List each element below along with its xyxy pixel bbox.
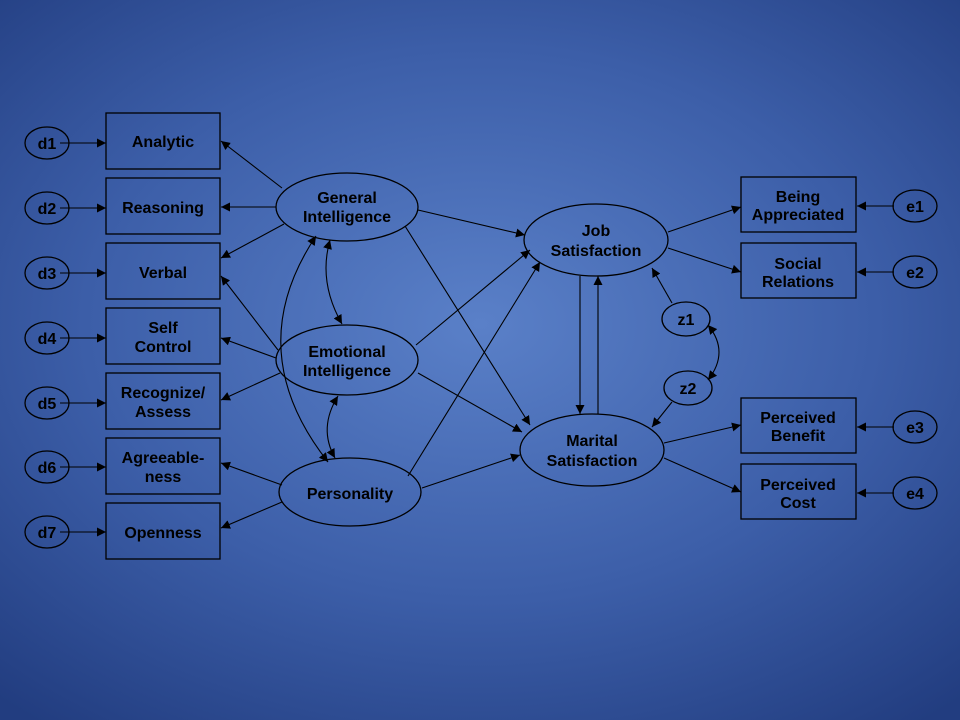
error-d7: d7 (24, 515, 70, 549)
cov-ei-pers (326, 395, 339, 459)
box-appreciated-line2: Appreciated (752, 207, 844, 224)
box-social-line2: Relations (762, 274, 834, 291)
box-social-line1: Social (774, 256, 821, 273)
latent-ei-line1: Emotional (308, 344, 385, 361)
error-d3-label: d3 (38, 266, 57, 283)
edge-ei-self-control (220, 336, 277, 359)
disturbance-z2-label: z2 (680, 381, 697, 398)
box-perceived-cost: Perceived Cost (740, 463, 857, 520)
error-d6-label: d6 (38, 460, 57, 477)
box-analytic-label: Analytic (132, 134, 194, 151)
error-e1: e1 (892, 189, 938, 223)
edge-ei-job (415, 249, 531, 346)
edge-gi-analytic (220, 140, 283, 189)
box-self-control: Self Control (105, 307, 221, 365)
edge-pers-openness (220, 501, 283, 529)
box-self-control-line1: Self (148, 320, 178, 337)
error-d4: d4 (24, 321, 70, 355)
box-recognize-line1: Recognize/ (121, 385, 206, 402)
error-e3-label: e3 (906, 420, 924, 437)
error-e3: e3 (892, 410, 938, 444)
box-openness: Openness (105, 502, 221, 560)
disturbance-z2: z2 (663, 370, 713, 406)
box-analytic: Analytic (105, 112, 221, 170)
box-verbal-label: Verbal (139, 265, 187, 282)
latent-gi-line1: General (317, 190, 377, 207)
box-benefit-line2: Benefit (771, 428, 826, 445)
cov-gi-pers (280, 235, 329, 463)
latent-ei-line2: Intelligence (303, 363, 391, 380)
error-d5-label: d5 (38, 396, 57, 413)
disturbance-z1-label: z1 (678, 312, 695, 329)
latent-job-line2: Satisfaction (551, 243, 642, 260)
error-d1: d1 (24, 126, 70, 160)
error-e4-label: e4 (906, 486, 924, 503)
edge-ei-verbal (220, 275, 279, 351)
edges (60, 138, 894, 537)
box-openness-label: Openness (124, 525, 201, 542)
box-perceived-benefit: Perceived Benefit (740, 397, 857, 454)
box-recognize: Recognize/ Assess (105, 372, 221, 430)
box-agreeable: Agreeable- ness (105, 437, 221, 495)
latent-job-line1: Job (582, 223, 611, 240)
cov-z1-z2 (707, 324, 720, 381)
latent-marital-line1: Marital (566, 433, 618, 450)
latent-general-intelligence: General Intelligence (275, 172, 419, 242)
edge-job-social (667, 247, 742, 274)
error-e2: e2 (892, 255, 938, 289)
box-agreeable-line2: ness (145, 469, 182, 486)
edge-marital-cost (663, 457, 742, 493)
box-recognize-line2: Assess (135, 404, 191, 421)
error-e2-label: e2 (906, 265, 924, 282)
edge-z1-job (651, 267, 673, 304)
latent-gi-line2: Intelligence (303, 209, 391, 226)
edge-pers-marital (421, 453, 521, 489)
box-agreeable-line1: Agreeable- (122, 450, 205, 467)
box-reasoning-label: Reasoning (122, 200, 204, 217)
error-e1-label: e1 (906, 199, 924, 216)
edge-gi-job (417, 209, 526, 238)
edge-pers-job (407, 261, 541, 477)
latent-marital-line2: Satisfaction (547, 453, 638, 470)
box-verbal: Verbal (105, 242, 221, 300)
error-d2-label: d2 (38, 201, 57, 218)
error-d4-label: d4 (38, 331, 57, 348)
disturbance-z1: z1 (661, 301, 711, 337)
box-being-appreciated: Being Appreciated (740, 176, 857, 233)
box-reasoning: Reasoning (105, 177, 221, 235)
latent-emotional-intelligence: Emotional Intelligence (275, 324, 419, 396)
edge-pers-agreeable (220, 461, 283, 486)
latent-personality-label: Personality (307, 486, 393, 503)
box-social-relations: Social Relations (740, 242, 857, 299)
box-appreciated-line1: Being (776, 189, 820, 206)
edge-job-appreciated (667, 205, 742, 233)
error-d3: d3 (24, 256, 70, 290)
error-e4: e4 (892, 476, 938, 510)
box-cost-line1: Perceived (760, 477, 836, 494)
latent-job-satisfaction: Job Satisfaction (523, 203, 669, 277)
error-d5: d5 (24, 386, 70, 420)
edge-ei-marital (417, 372, 523, 433)
edge-ei-recognize (220, 372, 281, 401)
error-d6: d6 (24, 450, 70, 484)
nodes: d1 d2 d3 d4 d5 d6 d7 Analytic Reasoning … (24, 112, 938, 560)
cov-gi-ei (323, 239, 343, 325)
edge-z2-marital (651, 401, 673, 428)
error-d7-label: d7 (38, 525, 57, 542)
edge-gi-verbal (220, 223, 285, 259)
box-cost-line2: Cost (780, 495, 816, 512)
latent-personality: Personality (278, 457, 422, 527)
box-benefit-line1: Perceived (760, 410, 836, 427)
latent-marital-satisfaction: Marital Satisfaction (519, 413, 665, 487)
error-d2: d2 (24, 191, 70, 225)
box-self-control-line2: Control (135, 339, 192, 356)
edge-marital-benefit (663, 422, 742, 444)
error-d1-label: d1 (38, 136, 57, 153)
edge-gi-marital (404, 225, 531, 426)
